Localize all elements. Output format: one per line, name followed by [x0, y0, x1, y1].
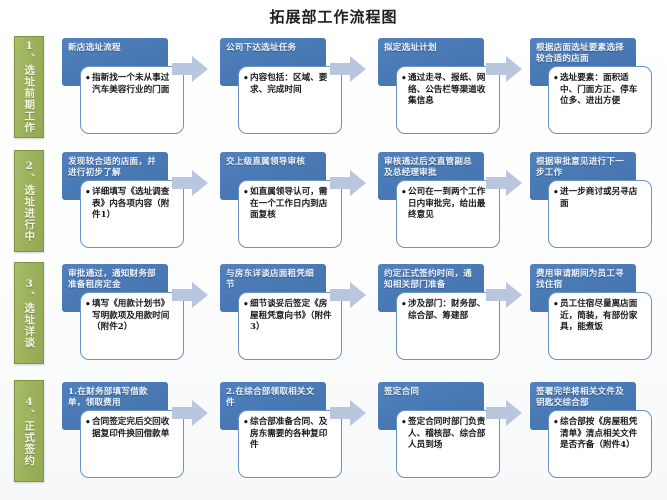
bullet-icon: •: [85, 300, 91, 310]
flow-node[interactable]: 根据店面选址要素选择较合适的店面 • 选址要素：面积适中、门面方正、停车位多、进…: [530, 34, 652, 138]
node-body: • 签定合同时部门负责人、稽核部、综合部人员到场: [396, 410, 500, 478]
node-body: • 细节谈妥后签定《房屋租凭意向书》（附件3）: [238, 292, 342, 360]
node-body: • 选址要素：面积适中、门面方正、停车位多、进出方便: [548, 66, 652, 134]
node-body-text: 综合部按《房屋租凭清单》清点相关文件是否齐备（附件4）: [560, 417, 638, 451]
stage-label: 4、正式签约: [23, 395, 36, 467]
node-body: • 内容包括：区域、要求、完成时间: [238, 66, 342, 134]
flow-node[interactable]: 新店选址流程 • 指新找一个未从事过汽车美容行业的门面: [62, 34, 184, 138]
flow-node[interactable]: 拟定选址计划 • 通过走寻、报纸、网络、公告栏等渠道收集信息: [378, 34, 500, 138]
flow-node[interactable]: 约定正式签约时间，通知相关部门准备 • 涉及部门：财务部、综合部、筹建部: [378, 260, 500, 364]
right-arrow-icon: [330, 170, 366, 196]
node-body-text: 详细填写《选址调查表》内各项内容（附件1）: [92, 187, 170, 221]
bullet-icon: •: [553, 300, 559, 310]
node-body: • 涉及部门：财务部、综合部、筹建部: [396, 292, 500, 360]
flow-node[interactable]: 2.在综合部领取相关文件 • 综合部准备合同、及房东需要的各种复印件: [220, 378, 342, 482]
stage-chip: 2、选址进行中: [14, 150, 44, 252]
stage-label: 1、选址前期工作: [23, 40, 36, 134]
bullet-icon: •: [85, 74, 91, 84]
node-body-text: 涉及部门：财务部、综合部、筹建部: [408, 299, 486, 321]
node-body-text: 通过走寻、报纸、网络、公告栏等渠道收集信息: [408, 73, 486, 107]
node-body: • 合同签定完后交回收据复印件换回借款单: [80, 410, 184, 478]
right-arrow-icon: [486, 400, 522, 426]
right-arrow-icon: [172, 282, 208, 308]
node-body-text: 填写《用款计划书》写明款项及用款时间（附件2）: [92, 299, 170, 333]
node-body: • 指新找一个未从事过汽车美容行业的门面: [80, 66, 184, 134]
node-body: • 通过走寻、报纸、网络、公告栏等渠道收集信息: [396, 66, 500, 134]
node-body-text: 进一步商讨或另寻店面: [560, 187, 638, 209]
bullet-icon: •: [243, 418, 249, 428]
flow-node[interactable]: 发现较合适的店面，并进行初步了解 • 详细填写《选址调查表》内各项内容（附件1）: [62, 148, 184, 252]
flow-row: 3、选址详谈 审批通过，通知财务部准备租房定金 • 填写《用款计划书》写明款项及…: [0, 260, 667, 372]
node-body: • 综合部按《房屋租凭清单》清点相关文件是否齐备（附件4）: [548, 410, 652, 478]
right-arrow-icon: [172, 56, 208, 82]
flow-node[interactable]: 审批通过，通知财务部准备租房定金 • 填写《用款计划书》写明款项及用款时间（附件…: [62, 260, 184, 364]
stage-label: 2、选址进行中: [23, 160, 36, 242]
node-body: • 详细填写《选址调查表》内各项内容（附件1）: [80, 180, 184, 248]
flow-node[interactable]: 根据审批意见进行下一步工作 • 进一步商讨或另寻店面: [530, 148, 652, 252]
node-body: • 综合部准备合同、及房东需要的各种复印件: [238, 410, 342, 478]
flow-row: 2、选址进行中 发现较合适的店面，并进行初步了解 • 详细填写《选址调查表》内各…: [0, 148, 667, 260]
bullet-icon: •: [553, 188, 559, 198]
right-arrow-icon: [330, 282, 366, 308]
right-arrow-icon: [172, 170, 208, 196]
node-body-text: 综合部准备合同、及房东需要的各种复印件: [250, 417, 328, 451]
bullet-icon: •: [243, 300, 249, 310]
flow-row: 1、选址前期工作 新店选址流程 • 指新找一个未从事过汽车美容行业的门面 公司下…: [0, 34, 667, 146]
node-body-text: 公司在一到两个工作日内审批完，给出最终意见: [408, 187, 486, 221]
stage-chip: 1、选址前期工作: [14, 36, 44, 138]
node-body-text: 如直属领导认可，需在一个工作日内到店面复核: [250, 187, 328, 221]
node-body: • 填写《用款计划书》写明款项及用款时间（附件2）: [80, 292, 184, 360]
node-body: • 如直属领导认可，需在一个工作日内到店面复核: [238, 180, 342, 248]
flow-node[interactable]: 与房东详谈店面租凭细节 • 细节谈妥后签定《房屋租凭意向书》（附件3）: [220, 260, 342, 364]
page-title: 拓展部工作流程图: [269, 8, 398, 26]
node-body-text: 合同签定完后交回收据复印件换回借款单: [92, 417, 170, 439]
bullet-icon: •: [85, 418, 91, 428]
flow-node[interactable]: 费用审请期间为员工寻找住宿 • 员工住宿尽量离店面近，简装，有部份家具，能煮饭: [530, 260, 652, 364]
bullet-icon: •: [401, 418, 407, 428]
bullet-icon: •: [85, 188, 91, 198]
flow-row: 4、正式签约 1.在财务部填写借款单，领取费用 • 合同签定完后交回收据复印件换…: [0, 378, 667, 490]
bullet-icon: •: [401, 300, 407, 310]
flow-node[interactable]: 1.在财务部填写借款单，领取费用 • 合同签定完后交回收据复印件换回借款单: [62, 378, 184, 482]
node-body: • 员工住宿尽量离店面近，简装，有部份家具，能煮饭: [548, 292, 652, 360]
node-body-text: 细节谈妥后签定《房屋租凭意向书》（附件3）: [250, 299, 332, 333]
node-body-text: 内容包括：区域、要求、完成时间: [250, 73, 328, 95]
node-body-text: 指新找一个未从事过汽车美容行业的门面: [92, 73, 170, 95]
right-arrow-icon: [330, 56, 366, 82]
right-arrow-icon: [330, 400, 366, 426]
right-arrow-icon: [486, 170, 522, 196]
node-body: • 进一步商讨或另寻店面: [548, 180, 652, 248]
bullet-icon: •: [553, 418, 559, 428]
node-body-text: 员工住宿尽量离店面近，简装，有部份家具，能煮饭: [560, 299, 638, 333]
flow-node[interactable]: 审核通过后交直管副总及总经理审批 • 公司在一到两个工作日内审批完，给出最终意见: [378, 148, 500, 252]
bullet-icon: •: [401, 74, 407, 84]
flow-node[interactable]: 签定合同 • 签定合同时部门负责人、稽核部、综合部人员到场: [378, 378, 500, 482]
right-arrow-icon: [486, 282, 522, 308]
node-body-text: 签定合同时部门负责人、稽核部、综合部人员到场: [408, 417, 486, 451]
bullet-icon: •: [243, 74, 249, 84]
stage-label: 3、选址详谈: [23, 277, 36, 349]
stage-chip: 3、选址详谈: [14, 262, 44, 364]
flow-node[interactable]: 公司下达选址任务 • 内容包括：区域、要求、完成时间: [220, 34, 342, 138]
flow-node[interactable]: 交上级直属领导审核 • 如直属领导认可，需在一个工作日内到店面复核: [220, 148, 342, 252]
node-body: • 公司在一到两个工作日内审批完，给出最终意见: [396, 180, 500, 248]
stage-chip: 4、正式签约: [14, 380, 44, 482]
bullet-icon: •: [553, 74, 559, 84]
bullet-icon: •: [401, 188, 407, 198]
bullet-icon: •: [243, 188, 249, 198]
right-arrow-icon: [486, 56, 522, 82]
right-arrow-icon: [172, 400, 208, 426]
node-body-text: 选址要素：面积适中、门面方正、停车位多、进出方便: [560, 73, 638, 107]
flow-node[interactable]: 签署完毕将相关文件及钥匙交综合部 • 综合部按《房屋租凭清单》清点相关文件是否齐…: [530, 378, 652, 482]
